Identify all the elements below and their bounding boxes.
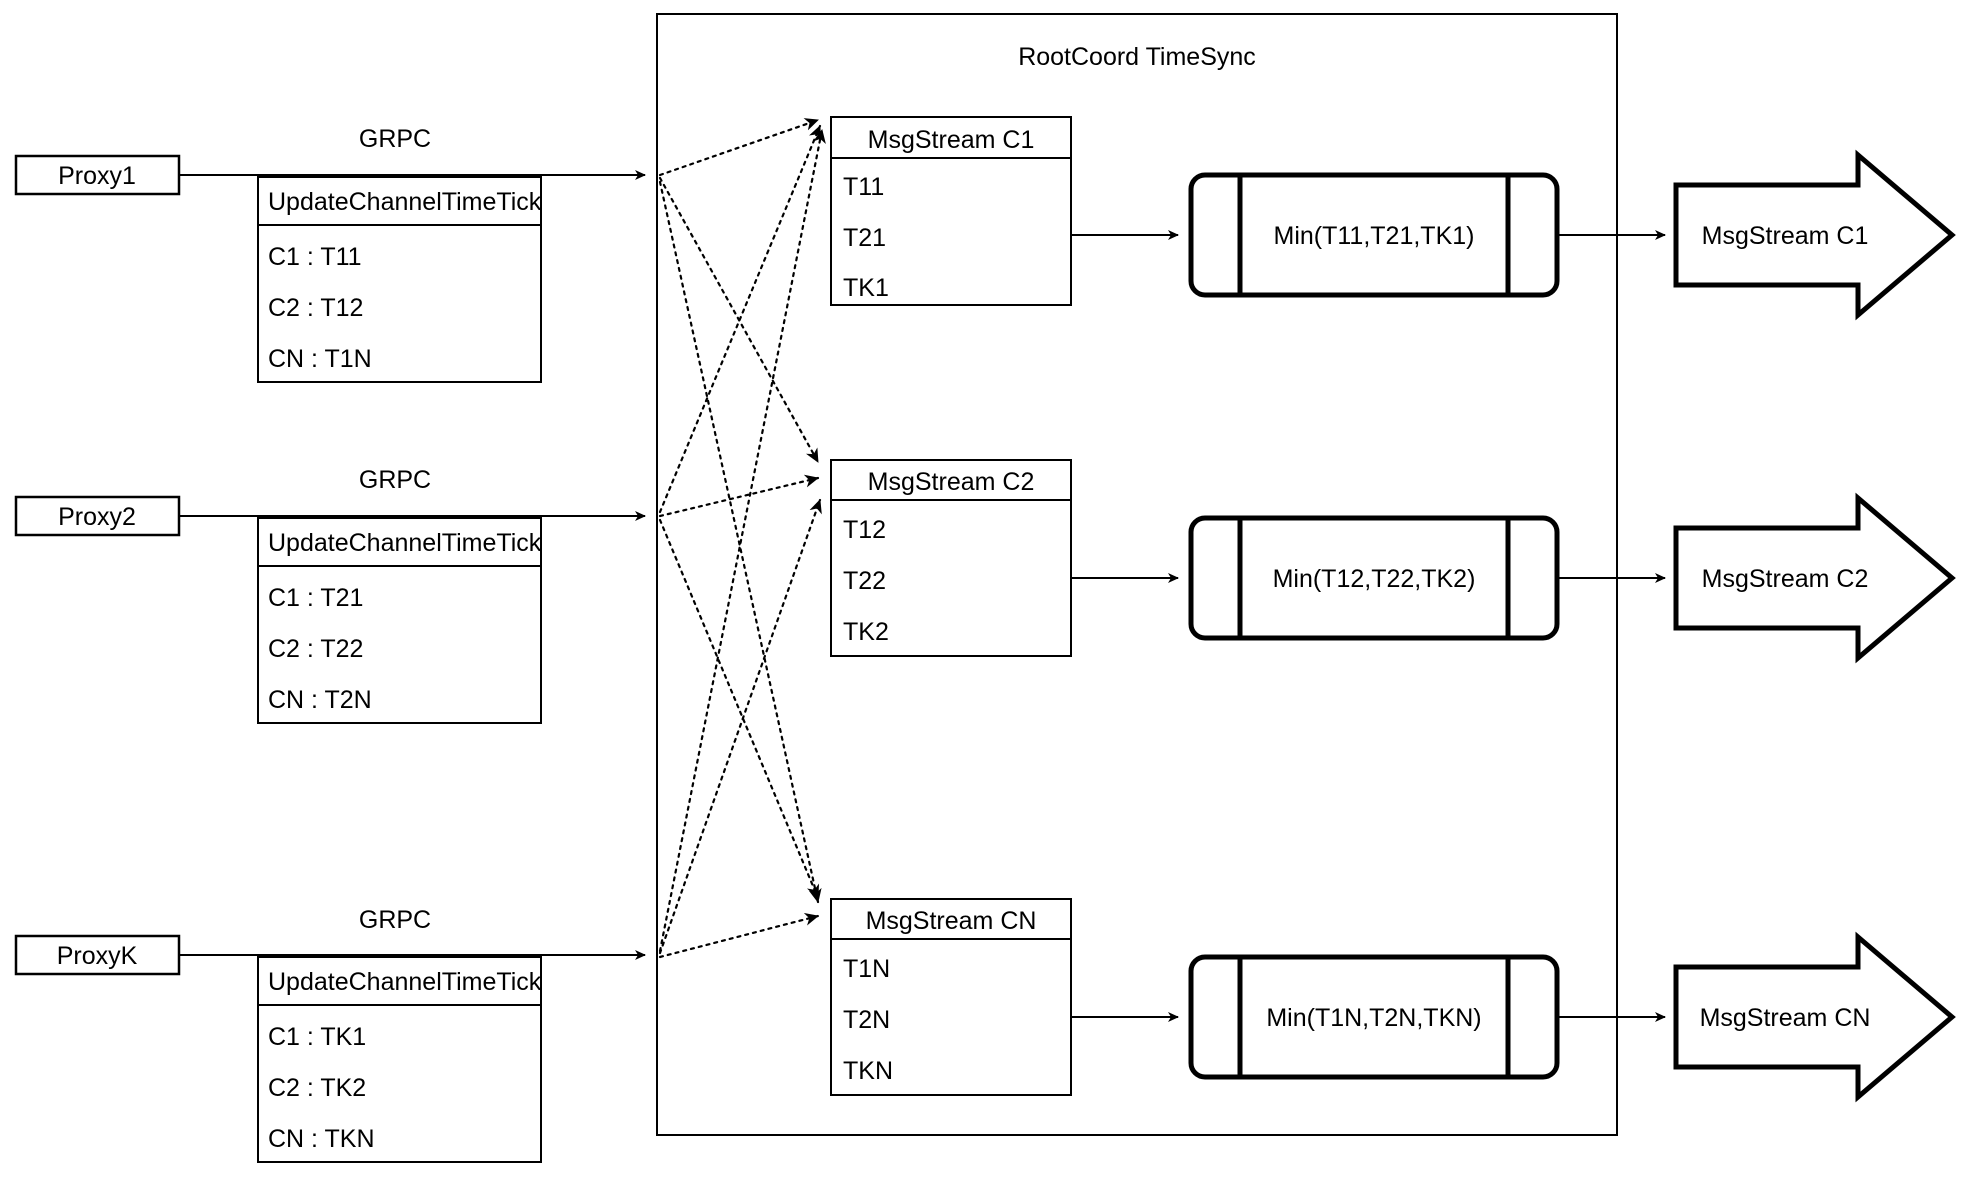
rpc-row-3-0: C1 : TK1 [268,1023,366,1051]
protocol-label-3: GRPC [359,906,431,934]
min-label-1: Min(T11,T21,TK1) [1274,222,1475,250]
msgstream-title-2: MsgStream C2 [868,468,1035,496]
proxy-box-3[interactable]: ProxyK [14,934,181,976]
dotted-p2-c1 [658,124,822,514]
msgstream-row-3-0: T1N [843,955,890,983]
msgstream-title-1: MsgStream C1 [868,126,1035,154]
row-group-2: Proxy2 GRPC UpdateChannelTimeTick C1 : T… [14,459,1956,724]
proxy-label-2: Proxy2 [58,503,136,531]
msgstream-table-3: MsgStream CN T1N T2N TKN [830,898,1072,1096]
min-label-2: Min(T12,T22,TK2) [1273,565,1476,593]
update-channel-timetick-table-1: UpdateChannelTimeTick C1 : T11 C2 : T12 … [257,176,542,383]
output-label-1: MsgStream C1 [1702,222,1869,250]
msgstream-row-1-0: T11 [843,173,884,201]
msgstream-row-1-2: TK1 [843,274,889,302]
update-channel-timetick-table-3: UpdateChannelTimeTick C1 : TK1 C2 : TK2 … [257,956,542,1163]
rpc-row-3-1: C2 : TK2 [268,1074,366,1102]
min-process-box-2: Min(T12,T22,TK2) [1188,515,1560,641]
msgstream-row-3-2: TKN [843,1057,893,1085]
rpc-title-2: UpdateChannelTimeTick [268,529,542,557]
rpc-row-1-0: C1 : T11 [268,243,362,271]
msgstream-table-2: MsgStream C2 T12 T22 TK2 [830,459,1072,657]
min-label-3: Min(T1N,T2N,TKN) [1266,1004,1481,1032]
row-group-1: Proxy1 GRPC UpdateChannelTimeTick C1 : T… [14,116,1956,383]
proxy-label-1: Proxy1 [58,162,136,190]
dotted-p1-cn [658,180,822,904]
dotted-pk-c2 [658,498,822,955]
protocol-label-1: GRPC [359,125,431,153]
update-channel-timetick-table-2: UpdateChannelTimeTick C1 : T21 C2 : T22 … [257,517,542,724]
msgstream-table-1: MsgStream C1 T11 T21 TK1 [830,116,1072,306]
rpc-row-2-0: C1 : T21 [268,584,363,612]
output-block-arrow-2: MsgStream C2 [1673,492,1956,664]
rpc-row-1-1: C2 : T12 [268,294,363,322]
dotted-pk-cn [658,912,820,959]
dotted-p2-cn [658,518,820,900]
dotted-p2-c2 [658,474,820,518]
output-label-2: MsgStream C2 [1702,565,1869,593]
msgstream-row-2-2: TK2 [843,618,889,646]
proxy-label-3: ProxyK [57,942,138,970]
rpc-row-2-2: CN : T2N [268,686,372,714]
min-process-box-1: Min(T11,T21,TK1) [1188,172,1560,298]
proxy-box-2[interactable]: Proxy2 [14,495,181,537]
rpc-row-3-2: CN : TKN [268,1125,375,1153]
min-process-box-3: Min(T1N,T2N,TKN) [1188,954,1560,1080]
rpc-row-2-1: C2 : T22 [268,635,363,663]
proxy-box-1[interactable]: Proxy1 [14,154,181,196]
rpc-title-1: UpdateChannelTimeTick [268,188,542,216]
msgstream-title-3: MsgStream CN [866,907,1037,935]
output-block-arrow-3: MsgStream CN [1673,931,1956,1103]
rpc-row-1-2: CN : T1N [268,345,372,373]
dotted-dispatch-connectors [658,118,826,959]
msgstream-row-2-0: T12 [843,516,886,544]
output-block-arrow-1: MsgStream C1 [1673,149,1956,321]
dotted-p1-c1 [658,118,820,177]
rootcoord-timesync-container: RootCoord TimeSync [656,13,1618,1136]
container-title: RootCoord TimeSync [1018,43,1256,71]
row-group-3: ProxyK GRPC UpdateChannelTimeTick C1 : T… [14,898,1956,1163]
msgstream-row-3-1: T2N [843,1006,890,1034]
output-label-3: MsgStream CN [1700,1004,1871,1032]
rpc-title-3: UpdateChannelTimeTick [268,968,542,996]
dotted-pk-c1 [658,128,826,953]
protocol-label-2: GRPC [359,466,431,494]
msgstream-row-2-1: T22 [843,567,886,595]
msgstream-row-1-1: T21 [843,224,886,252]
